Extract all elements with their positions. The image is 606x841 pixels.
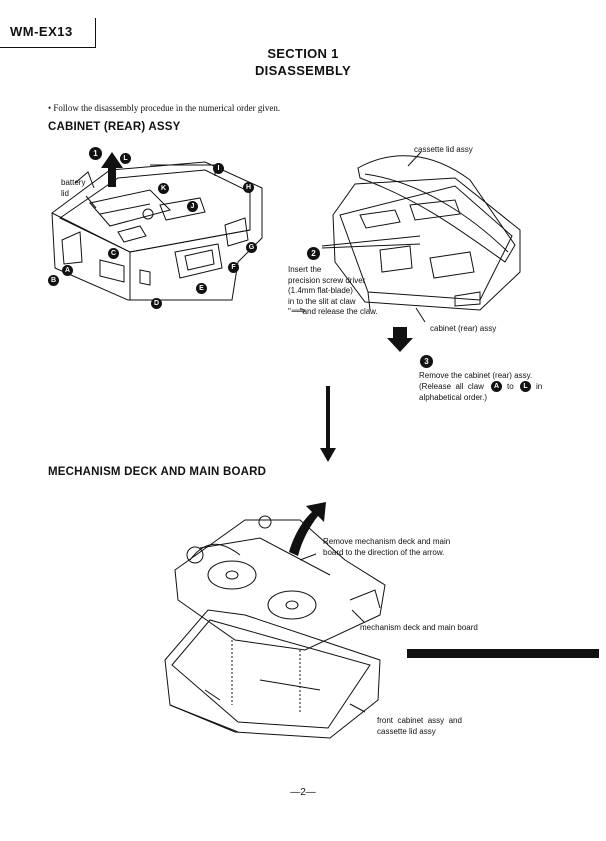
down-arrow-large [320, 386, 336, 462]
cassette-lid-assy-label: cassette lid assy [414, 145, 473, 154]
claw-badge-b: B [48, 275, 59, 286]
battery-lid-label: battery lid [61, 178, 86, 198]
claw-badge-k: K [158, 183, 169, 194]
claw-arrow-glyph: ⟹ [291, 306, 306, 317]
insert-instruction: Insert the precision screw driver (1.4mm… [288, 265, 378, 316]
claw-badge-g: G [246, 242, 257, 253]
claw-badge-a-ref: A [491, 381, 502, 392]
claw-badge-l-ref: L [520, 381, 531, 392]
claw-badge-j: J [187, 201, 198, 212]
remove-instruction-line1: Remove the cabinet (rear) assy. [419, 371, 533, 380]
front-cabinet-label: front cabinet assy and cassette lid assy [377, 716, 462, 736]
step-badge-3: 3 [420, 355, 433, 368]
mechanism-deck-outline [174, 519, 386, 651]
remove-instruction-line3: alphabetical order.) [419, 393, 488, 402]
model-number: WM-EX13 [10, 24, 73, 39]
claw-badge-f: F [228, 262, 239, 273]
claw-badge-i: I [213, 163, 224, 174]
front-cabinet-outline [164, 609, 381, 739]
mechanism-remove-note: Remove mechanism deck and main board to … [323, 537, 451, 557]
cassette-lid [357, 155, 516, 263]
cabinet-right-outline [332, 177, 521, 311]
remove-instruction-line2b: to [507, 382, 514, 391]
claw-badge-e: E [196, 283, 207, 294]
section-subtitle: DISASSEMBLY [254, 63, 351, 78]
lift-arrow-left [101, 152, 123, 187]
remove-instruction-line2c: in [536, 382, 543, 391]
down-arrow-small [387, 327, 413, 352]
model-box: WM-EX13 [0, 18, 96, 48]
claw-badge-c: C [108, 248, 119, 259]
claw-badge-h: H [243, 182, 254, 193]
claw-badge-d: D [151, 298, 162, 309]
cabinet-rear-assy-label: cabinet (rear) assy [430, 324, 497, 333]
section-title: SECTION 1 [267, 46, 339, 61]
remove-instruction-line2a: (Release all claw [419, 382, 484, 391]
cabinet-heading: CABINET (REAR) ASSY [48, 121, 181, 133]
step-badge-2: 2 [307, 247, 320, 260]
page-number: —2— [290, 787, 316, 798]
intro-note: • Follow the disassembly procedue in the… [48, 103, 281, 113]
claw-badge-a: A [62, 265, 73, 276]
black-bar [407, 649, 599, 658]
mechanism-heading: MECHANISM DECK AND MAIN BOARD [48, 466, 267, 478]
step-badge-1: 1 [89, 147, 102, 160]
lift-arrow-mechanism [289, 502, 326, 556]
mechanism-deck-label: mechanism deck and main board [360, 623, 478, 632]
claw-badge-l: L [120, 153, 131, 164]
